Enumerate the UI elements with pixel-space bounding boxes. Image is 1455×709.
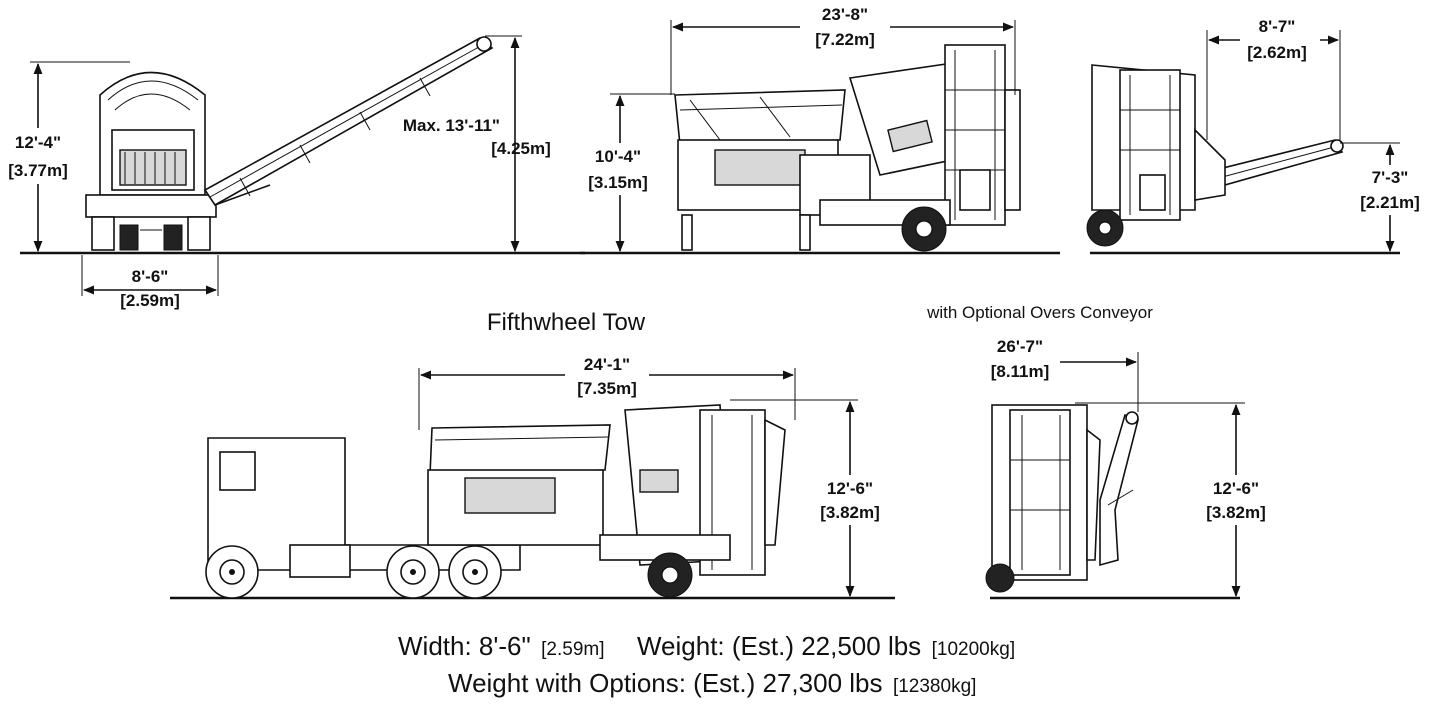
spec-width: Width: 8'-6" — [398, 631, 531, 661]
spec-width-m: [2.59m] — [541, 639, 604, 660]
side-length-ft: 23'-8" — [822, 5, 868, 24]
front-machine — [85, 71, 217, 251]
rear-machine — [1086, 64, 1344, 247]
tow-length-ft: 24'-1" — [584, 355, 630, 374]
side-height-m: [3.15m] — [588, 173, 648, 192]
front-view: 12'-4" [3.77m] 8'-6" [2.59m] Max. 13'-11… — [0, 35, 585, 310]
rear-reach-ft: 8'-7" — [1259, 17, 1296, 36]
spec-weight-options-line: Weight with Options: (Est.) 27,300 lbs [… — [448, 668, 976, 698]
overs-view: with Optional Overs Conveyor 26'-7" [8.1… — [926, 303, 1279, 600]
overs-height-ft: 12'-6" — [1213, 479, 1259, 498]
overs-length-ft: 26'-7" — [997, 337, 1043, 356]
front-width-ft: 8'-6" — [132, 267, 169, 286]
front-width-m: [2.59m] — [120, 291, 180, 310]
side-length-m: [7.22m] — [815, 30, 875, 49]
truck — [205, 437, 521, 599]
overs-length-m: [8.11m] — [991, 362, 1050, 381]
overs-machine — [985, 404, 1139, 593]
rear-view: 8'-7" [2.62m] 7'-3" [2.21m] — [1086, 12, 1436, 255]
spec-weight-kg: [10200kg] — [932, 639, 1015, 660]
front-conveyor — [203, 36, 494, 207]
spec-width-line: Width: 8'-6" [2.59m] Weight: (Est.) 22,5… — [398, 631, 1015, 661]
side-machine — [674, 44, 1021, 252]
spec-weight-options-kg: [12380kg] — [893, 676, 976, 697]
tow-height-m: [3.82m] — [820, 503, 880, 522]
spec-weight-options: Weight with Options: (Est.) 27,300 lbs — [448, 668, 883, 698]
front-height-ft: 12'-4" — [15, 133, 61, 152]
rear-reach-m: [2.62m] — [1247, 43, 1307, 62]
tow-machine — [427, 404, 786, 598]
tow-length-m: [7.35m] — [577, 379, 637, 398]
front-height-m: [3.77m] — [8, 161, 68, 180]
tow-title: Fifthwheel Tow — [487, 309, 646, 336]
tow-height-ft: 12'-6" — [827, 479, 873, 498]
conveyor-max-ft: Max. 13'-11" — [403, 116, 500, 135]
side-view: 23'-8" [7.22m] 10'-4" [3.15m] — [578, 2, 1060, 255]
specs: Width: 8'-6" [2.59m] Weight: (Est.) 22,5… — [398, 631, 1015, 698]
tow-view: Fifthwheel Tow — [170, 309, 895, 600]
overs-height-m: [3.82m] — [1206, 503, 1266, 522]
overs-title: with Optional Overs Conveyor — [926, 303, 1153, 322]
conveyor-max-m: [4.25m] — [491, 139, 551, 158]
side-height-ft: 10'-4" — [595, 147, 641, 166]
rear-height-m: [2.21m] — [1360, 193, 1420, 212]
rear-height-ft: 7'-3" — [1372, 168, 1409, 187]
spec-weight: Weight: (Est.) 22,500 lbs — [637, 631, 921, 661]
